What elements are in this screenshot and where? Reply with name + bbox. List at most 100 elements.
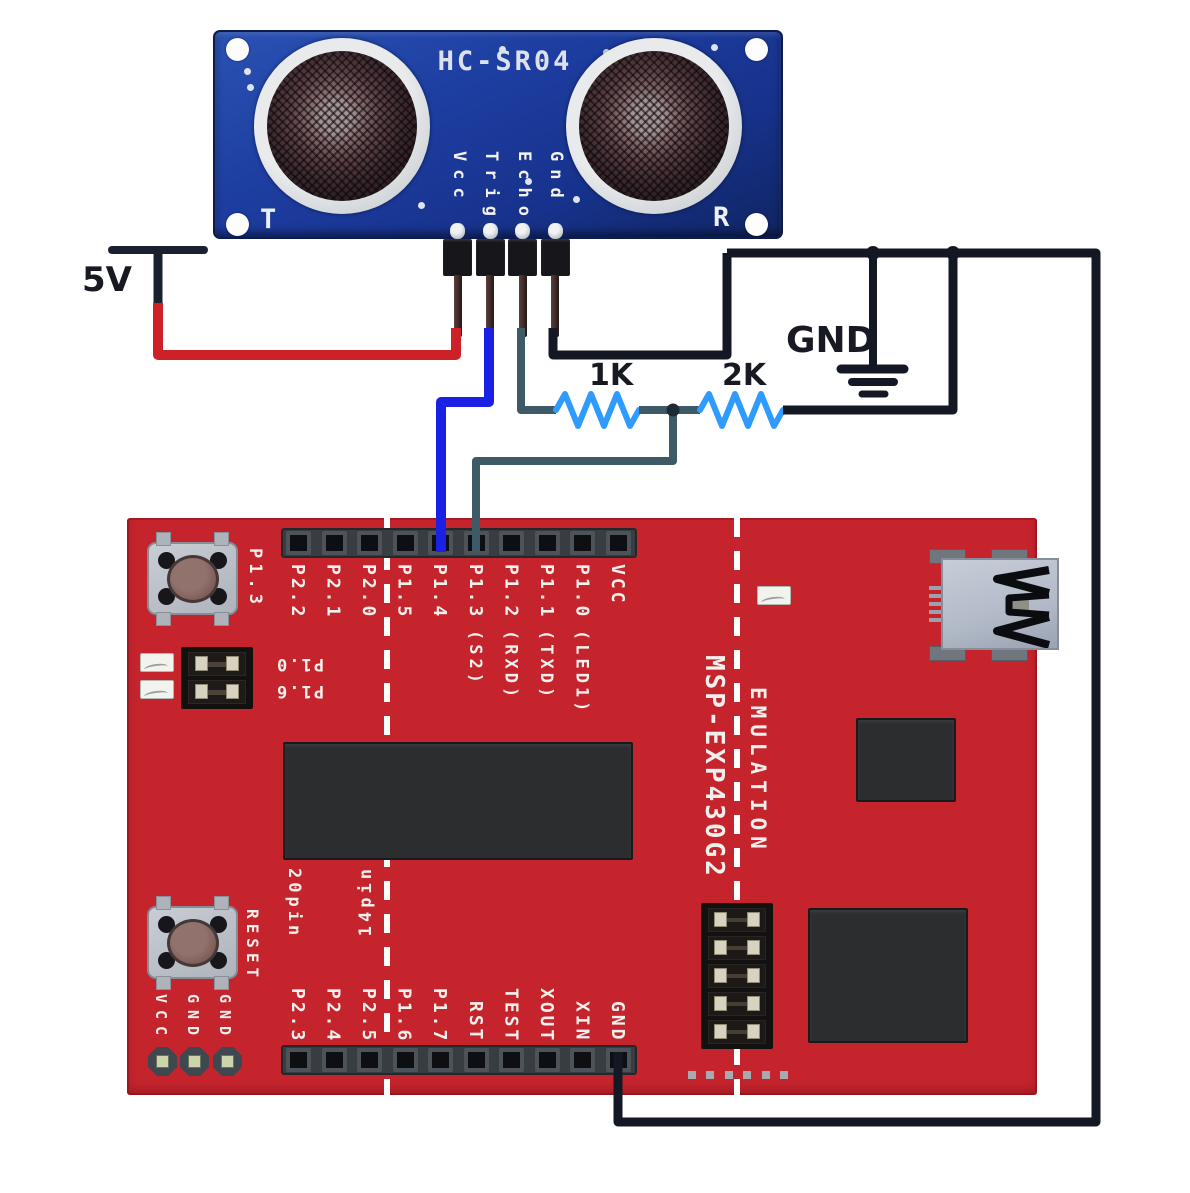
bottom-pin-label: GND [607, 1001, 629, 1043]
solder-dot [244, 68, 251, 75]
bottom-pin-label: P1.6 [393, 987, 415, 1043]
ground-label: GND [786, 320, 876, 361]
pin-p2.4 [321, 1048, 347, 1072]
reset-button [147, 896, 238, 990]
top-pin-sublabel: (LED1) [571, 630, 592, 716]
top-pin-label: P1.3 [464, 564, 486, 620]
pin-p1.7 [428, 1048, 454, 1072]
top-pin-sublabel: (TXD) [535, 630, 556, 702]
ultrasonic-transmitter [254, 38, 430, 214]
jtag-header-2x5 [701, 903, 773, 1049]
pin-vcc [606, 531, 632, 555]
smd-component [757, 586, 791, 605]
pin-label-echo: Echo [514, 151, 534, 224]
p13-button-label: P1.3 [245, 548, 265, 609]
interface-chip [856, 718, 956, 802]
pin-p1.2 [499, 531, 525, 555]
transmitter-label: T [260, 204, 277, 235]
power-pin-label-gnd: GND [184, 994, 202, 1043]
top-pin-label: P2.2 [287, 564, 308, 620]
solder-joint [515, 223, 530, 239]
header-housing [476, 239, 505, 276]
bottom-pin-label: XOUT [535, 987, 557, 1043]
solder-joint [483, 223, 498, 239]
section-label-20pin: 20pin [284, 868, 304, 940]
pin-p2.3 [286, 1048, 311, 1072]
top-pin-sublabel: (S2) [464, 630, 485, 687]
resistor-2k [697, 391, 786, 429]
solder-dot [711, 44, 718, 51]
pin-rst [463, 1048, 489, 1072]
test-pad [743, 1071, 752, 1079]
pin-p2.1 [321, 531, 347, 555]
test-pad [688, 1071, 696, 1079]
bottom-pin-header [281, 1045, 637, 1075]
bottom-pin-label: P2.3 [287, 987, 308, 1043]
solder-dot [525, 178, 532, 185]
echo-pin-leg [519, 275, 527, 337]
transducer-mesh [267, 51, 417, 201]
solder-joint [450, 223, 465, 239]
solder-dot [418, 202, 425, 209]
solder-dot [247, 84, 254, 91]
led-component [140, 680, 174, 699]
top-pin-header [281, 528, 637, 558]
pin-p1.0 [570, 531, 596, 555]
emulation-label: EMULATION [746, 687, 770, 855]
board-model-label: MSP-EXP430G2 [699, 655, 729, 879]
top-pin-label: P1.4 [429, 564, 451, 620]
bottom-pin-label: P2.4 [322, 987, 344, 1043]
resistor-1k-label: 1K [589, 358, 634, 393]
pin-gnd [606, 1048, 632, 1072]
test-pad [724, 1071, 733, 1079]
button-cap [166, 554, 219, 603]
pin-p1.5 [392, 531, 418, 555]
top-pin-label: P1.5 [393, 564, 415, 620]
pin-label-trig: Trig [481, 151, 501, 224]
gnd-pin-leg [551, 275, 559, 337]
pin-p1.6 [392, 1048, 418, 1072]
gnd-power-pin [213, 1047, 242, 1076]
button-cap [166, 918, 219, 967]
gnd-power-pin [180, 1047, 209, 1076]
vcc-pin-leg [454, 275, 462, 337]
hcsr04-sensor-board: HC-SR04 T R Vcc Trig Echo Gnd [213, 30, 783, 337]
pin-p2.2 [286, 531, 311, 555]
jumper-label-p16: P1.6 [275, 681, 324, 701]
transducer-mesh [579, 51, 729, 201]
junction-dot [946, 246, 960, 260]
wire-sensor-gnd [548, 253, 732, 360]
header-housing [541, 239, 570, 276]
bottom-pin-label: RST [464, 1001, 486, 1043]
mounting-hole [745, 213, 768, 236]
msp-exp430g2-board: P2.2 P2.1 P2.0 P1.5 P1.4 P1.3 P1.2 P1.1 … [127, 518, 1059, 1095]
top-pin-label: P2.1 [322, 564, 344, 620]
jumper-block [181, 647, 253, 709]
trig-pin-leg [486, 275, 494, 337]
sensor-title: HC-SR04 [437, 46, 573, 77]
solder-joint [548, 223, 563, 239]
bottom-pin-label: P1.7 [429, 987, 451, 1043]
ultrasonic-receiver [566, 38, 742, 214]
resistor-2k-label: 2K [722, 358, 767, 393]
led-component [140, 653, 174, 672]
top-pin-label: P1.0 [571, 564, 593, 620]
solder-dot [499, 46, 506, 53]
pin-p1.3 [463, 531, 489, 555]
bottom-pin-label: TEST [500, 987, 522, 1043]
jumper-label-p10: P1.0 [275, 654, 324, 674]
solder-dot [573, 196, 580, 203]
bottom-pin-label: XIN [571, 1001, 593, 1043]
test-pad [761, 1071, 770, 1079]
junction-dot [666, 403, 680, 417]
pin-label-gnd: Gnd [546, 151, 566, 206]
receiver-label: R [713, 202, 730, 233]
power-pin-label-vcc: VCC [152, 994, 170, 1043]
pin-p2.5 [357, 1048, 383, 1072]
top-pin-label: P2.0 [358, 564, 380, 620]
wire-vcc-red [153, 303, 461, 360]
pin-test [499, 1048, 525, 1072]
pin-p1.4 [428, 531, 454, 555]
supply-voltage-label: 5V [82, 260, 132, 300]
msp430-dip-socket [283, 742, 633, 860]
